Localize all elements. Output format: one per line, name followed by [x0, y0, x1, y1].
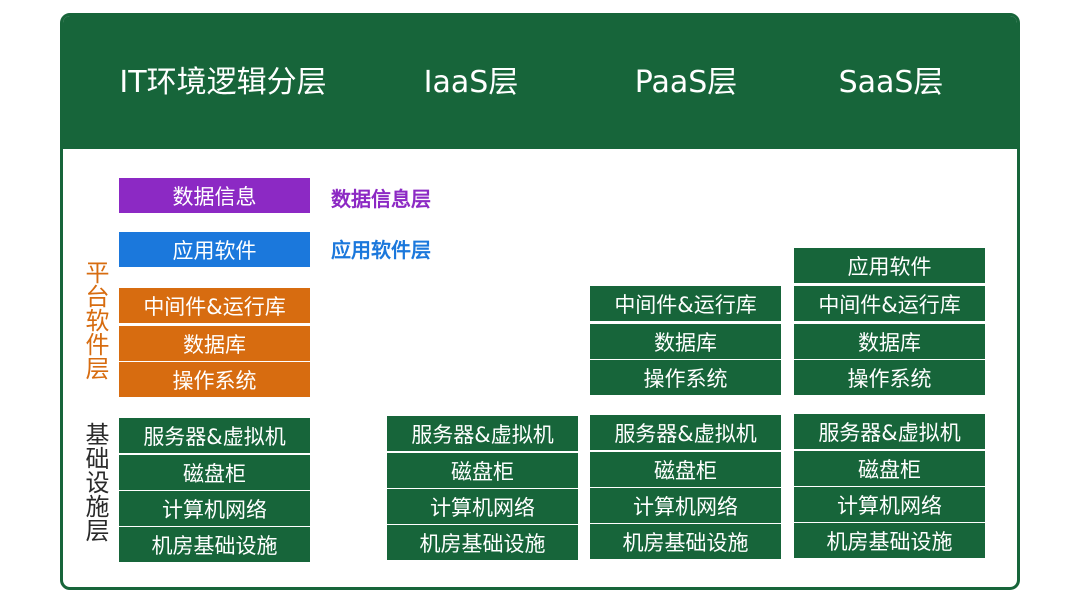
iaas-server-box: 服务器&虚拟机	[387, 416, 578, 451]
it-database-box: 数据库	[119, 326, 310, 361]
paas-datacenter-box: 机房基础设施	[590, 524, 781, 559]
saas-database-box: 数据库	[794, 324, 985, 359]
it-middleware-box: 中间件&运行库	[119, 288, 310, 323]
data-info-layer-label: 数据信息层	[331, 187, 431, 211]
it-data-info-box: 数据信息	[119, 178, 310, 213]
it-app-software-box: 应用软件	[119, 232, 310, 267]
it-server-box: 服务器&虚拟机	[119, 418, 310, 453]
infrastructure-layer-label: 基础设施层	[81, 422, 109, 542]
iaas-network-box: 计算机网络	[387, 489, 578, 524]
it-os-box: 操作系统	[119, 362, 310, 397]
paas-os-box: 操作系统	[590, 360, 781, 395]
it-network-box: 计算机网络	[119, 491, 310, 526]
paas-database-box: 数据库	[590, 324, 781, 359]
paas-disk-box: 磁盘柜	[590, 452, 781, 487]
iaas-datacenter-box: 机房基础设施	[387, 525, 578, 560]
iaas-disk-box: 磁盘柜	[387, 453, 578, 488]
header-bar: IT环境逻辑分层 IaaS层 PaaS层 SaaS层	[63, 16, 1017, 149]
saas-app-software-box: 应用软件	[794, 248, 985, 283]
saas-os-box: 操作系统	[794, 360, 985, 395]
header-iaas: IaaS层	[423, 65, 519, 100]
paas-middleware-box: 中间件&运行库	[590, 286, 781, 321]
platform-layer-label: 平台软件层	[81, 260, 109, 380]
paas-server-box: 服务器&虚拟机	[590, 415, 781, 450]
app-software-layer-label: 应用软件层	[331, 238, 431, 262]
saas-server-box: 服务器&虚拟机	[794, 414, 985, 449]
saas-disk-box: 磁盘柜	[794, 451, 985, 486]
saas-datacenter-box: 机房基础设施	[794, 523, 985, 558]
paas-network-box: 计算机网络	[590, 488, 781, 523]
header-it-layers: IT环境逻辑分层	[119, 65, 327, 100]
saas-middleware-box: 中间件&运行库	[794, 286, 985, 321]
it-datacenter-box: 机房基础设施	[119, 527, 310, 562]
header-saas: SaaS层	[838, 65, 944, 100]
saas-network-box: 计算机网络	[794, 487, 985, 522]
it-disk-box: 磁盘柜	[119, 455, 310, 490]
header-paas: PaaS层	[634, 65, 738, 100]
